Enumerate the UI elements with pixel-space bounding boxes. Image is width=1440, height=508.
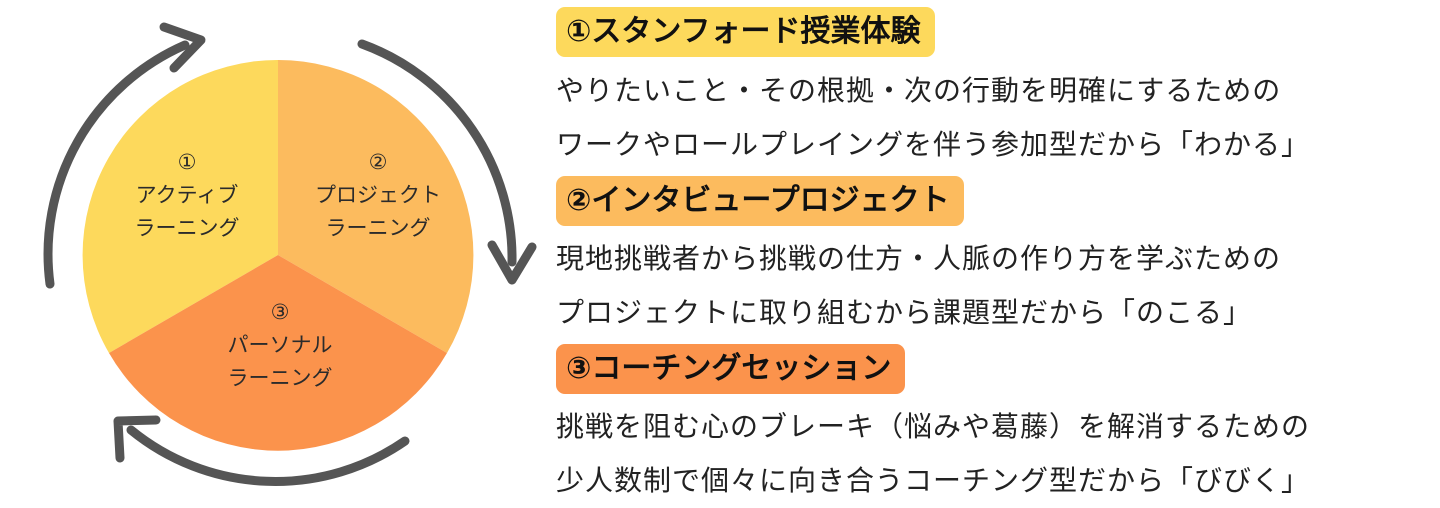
section-title-1: ①スタンフォード授業体験: [556, 7, 935, 57]
segment-line: アクティブ: [135, 183, 239, 207]
segment-line: ラーニング: [134, 216, 240, 240]
section-body-2: 現地挑戦者から挑戦の仕方・人脈の作り方を学ぶための プロジェクトに取り組むから課…: [556, 232, 1281, 340]
segment-label-2: ② プロジェクト ラーニング: [298, 146, 458, 245]
section-line: 現地挑戦者から挑戦の仕方・人脈の作り方を学ぶための: [556, 242, 1282, 275]
segment-line: パーソナル: [227, 333, 333, 357]
segment-label-3: ③ パーソナル ラーニング: [210, 296, 350, 395]
cycle-pie-chart: [43, 22, 537, 486]
segment-line: プロジェクト: [315, 183, 441, 207]
segment-number: ②: [368, 150, 388, 174]
section-line: やりたいこと・その根拠・次の行動を明確にするための: [556, 74, 1282, 107]
circular-arrow-icon: [113, 415, 410, 486]
circular-arrow-icon: [357, 39, 537, 285]
segment-line: ラーニング: [325, 216, 431, 240]
circular-arrow-icon: [43, 22, 206, 289]
section-title-2: ②インタビュープロジェクト: [556, 176, 964, 226]
section-title-3: ③コーチングセッション: [556, 344, 906, 394]
segment-number: ①: [177, 150, 197, 174]
section-line: プロジェクトに取り組むから課題型だから「のこる」: [556, 296, 1253, 329]
slice-personal-learning: [109, 255, 447, 451]
cycle-diagram: ① アクティブ ラーニング ② プロジェクト ラーニング ③ パーソナル ラーニ…: [0, 0, 540, 500]
segment-number: ③: [270, 300, 290, 324]
slice-project-learning: [278, 59, 474, 353]
section-body-1: やりたいこと・その根拠・次の行動を明確にするための ワークやロールプレイングを伴…: [556, 64, 1310, 172]
segment-label-1: ① アクティブ ラーニング: [117, 146, 257, 245]
segment-line: ラーニング: [227, 366, 333, 390]
section-line: ワークやロールプレイングを伴う参加型だから「わかる」: [556, 128, 1311, 161]
section-line: 挑戦を阻む心のブレーキ（悩みや葛藤）を解消するための: [556, 410, 1311, 443]
slice-active-learning: [82, 59, 278, 353]
section-body-3: 挑戦を阻む心のブレーキ（悩みや葛藤）を解消するための 少人数制で個々に向き合うコ…: [556, 400, 1310, 508]
section-line: 少人数制で個々に向き合うコーチング型だから「びびく」: [556, 464, 1311, 497]
